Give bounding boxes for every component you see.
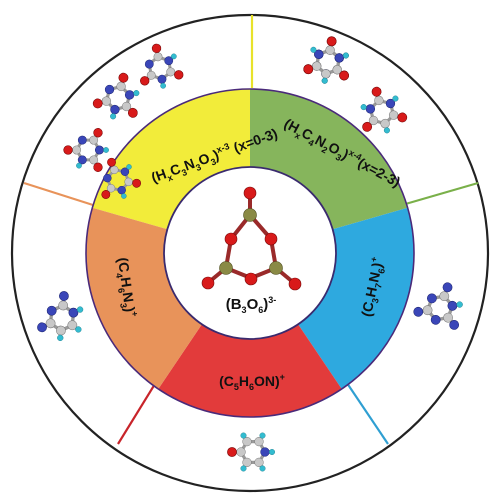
segment-green (250, 89, 408, 230)
label-orange: (C4H6N3)+ (112, 256, 140, 318)
cyanurate-molecule-picture-3 (63, 128, 109, 172)
hydroxypyridinium-molecule-picture (227, 432, 275, 472)
label-blue: (C3H7N6)+ (357, 256, 389, 319)
segment-ring (85, 88, 414, 417)
core-label: (B3O6)3- (226, 295, 277, 315)
label-red: (C5H6ON)+ (219, 372, 285, 392)
segment-blue (298, 207, 414, 389)
melaminium-molecule-picture (413, 282, 463, 330)
segment-yellow (92, 88, 250, 230)
barbiturate-molecule-picture-1 (303, 36, 349, 84)
cyanurate-molecule-picture-1 (92, 72, 140, 120)
b3o6-molecule-picture (201, 186, 302, 291)
segment-red (158, 324, 342, 417)
divider-orange (23, 181, 94, 207)
segment-orange (85, 207, 202, 389)
cyanurate-molecule-picture-2 (140, 43, 184, 89)
outer-ring (10, 13, 490, 493)
core-circle (163, 166, 337, 340)
segment-ring-outline (85, 88, 415, 418)
barbiturate-molecule-picture-2 (360, 86, 408, 134)
aminopyrimidinium-molecule-picture (37, 291, 84, 342)
divider-green (401, 181, 479, 207)
cyanurate-molecule-picture-4 (101, 157, 142, 199)
